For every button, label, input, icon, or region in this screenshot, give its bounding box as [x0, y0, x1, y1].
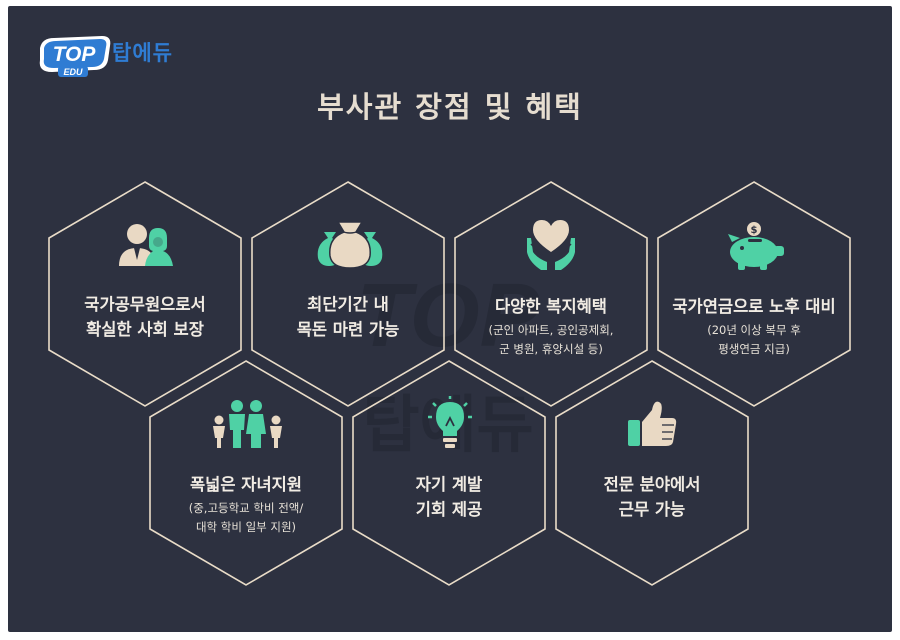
- benefit-title: 자기 계발 기회 제공: [415, 475, 483, 519]
- svg-text:TOP: TOP: [356, 266, 540, 366]
- benefit-social-security: 국가공무원으로서 확실한 사회 보장: [55, 292, 235, 342]
- benefit-title: 폭넓은 자녀지원: [189, 475, 302, 494]
- hexagon-outline: [657, 181, 851, 407]
- benefit-title: 국가공무원으로서 확실한 사회 보장: [84, 295, 206, 339]
- hexagon-outline: [454, 181, 648, 407]
- heart-hands-icon: [527, 220, 575, 270]
- brand-name: 탑에듀: [112, 41, 173, 65]
- money-bags-icon: [317, 221, 383, 269]
- family-icon: [213, 400, 282, 448]
- benefit-detail: (20년 이상 복무 후 평생연금 지급): [707, 323, 801, 356]
- infographic-panel: TOP EDU 탑에듀 부사관 장점 및 혜택 TOP 탑에듀: [8, 6, 892, 632]
- benefit-title: 국가연금으로 노후 대비: [672, 297, 836, 316]
- hexagon-grid: [48, 181, 851, 586]
- top-edu-logo: TOP EDU: [39, 36, 111, 77]
- benefit-title: 다양한 복지혜택: [494, 297, 607, 316]
- hexagon-outline: [555, 360, 749, 586]
- benefit-specialized-work: 전문 분야에서 근무 가능: [562, 472, 742, 522]
- hexagon-outline: [48, 181, 242, 407]
- page-title: 부사관 장점 및 혜택: [317, 90, 583, 124]
- benefit-detail: (중,고등학교 학비 전액/ 대학 학비 일부 지원): [188, 501, 304, 534]
- piggy-bank-icon: $: [728, 222, 784, 270]
- hexagon-outline: [352, 360, 546, 586]
- thumbs-up-icon: [628, 401, 677, 446]
- benefit-child-support: 폭넓은 자녀지원 (중,고등학교 학비 전액/ 대학 학비 일부 지원): [156, 472, 336, 537]
- people-icon: [119, 224, 173, 266]
- benefit-detail: (군인 아파트, 공인공제회, 군 병원, 휴양시설 등): [488, 323, 614, 356]
- benefit-title: 전문 분야에서 근무 가능: [603, 475, 701, 519]
- lightbulb-icon: [428, 396, 472, 448]
- benefit-welfare: 다양한 복지혜택 (군인 아파트, 공인공제회, 군 병원, 휴양시설 등): [461, 294, 641, 359]
- hexagon-outline: [251, 181, 445, 407]
- benefit-title: 최단기간 내 목돈 마련 가능: [296, 295, 400, 339]
- benefit-savings: 최단기간 내 목돈 마련 가능: [258, 292, 438, 342]
- benefit-pension: 국가연금으로 노후 대비 (20년 이상 복무 후 평생연금 지급): [659, 294, 849, 359]
- svg-text:$: $: [751, 225, 758, 236]
- svg-text:TOP: TOP: [53, 43, 97, 66]
- benefit-self-development: 자기 계발 기회 제공: [359, 472, 539, 522]
- svg-text:EDU: EDU: [63, 67, 83, 77]
- hexagon-outline: [149, 360, 343, 586]
